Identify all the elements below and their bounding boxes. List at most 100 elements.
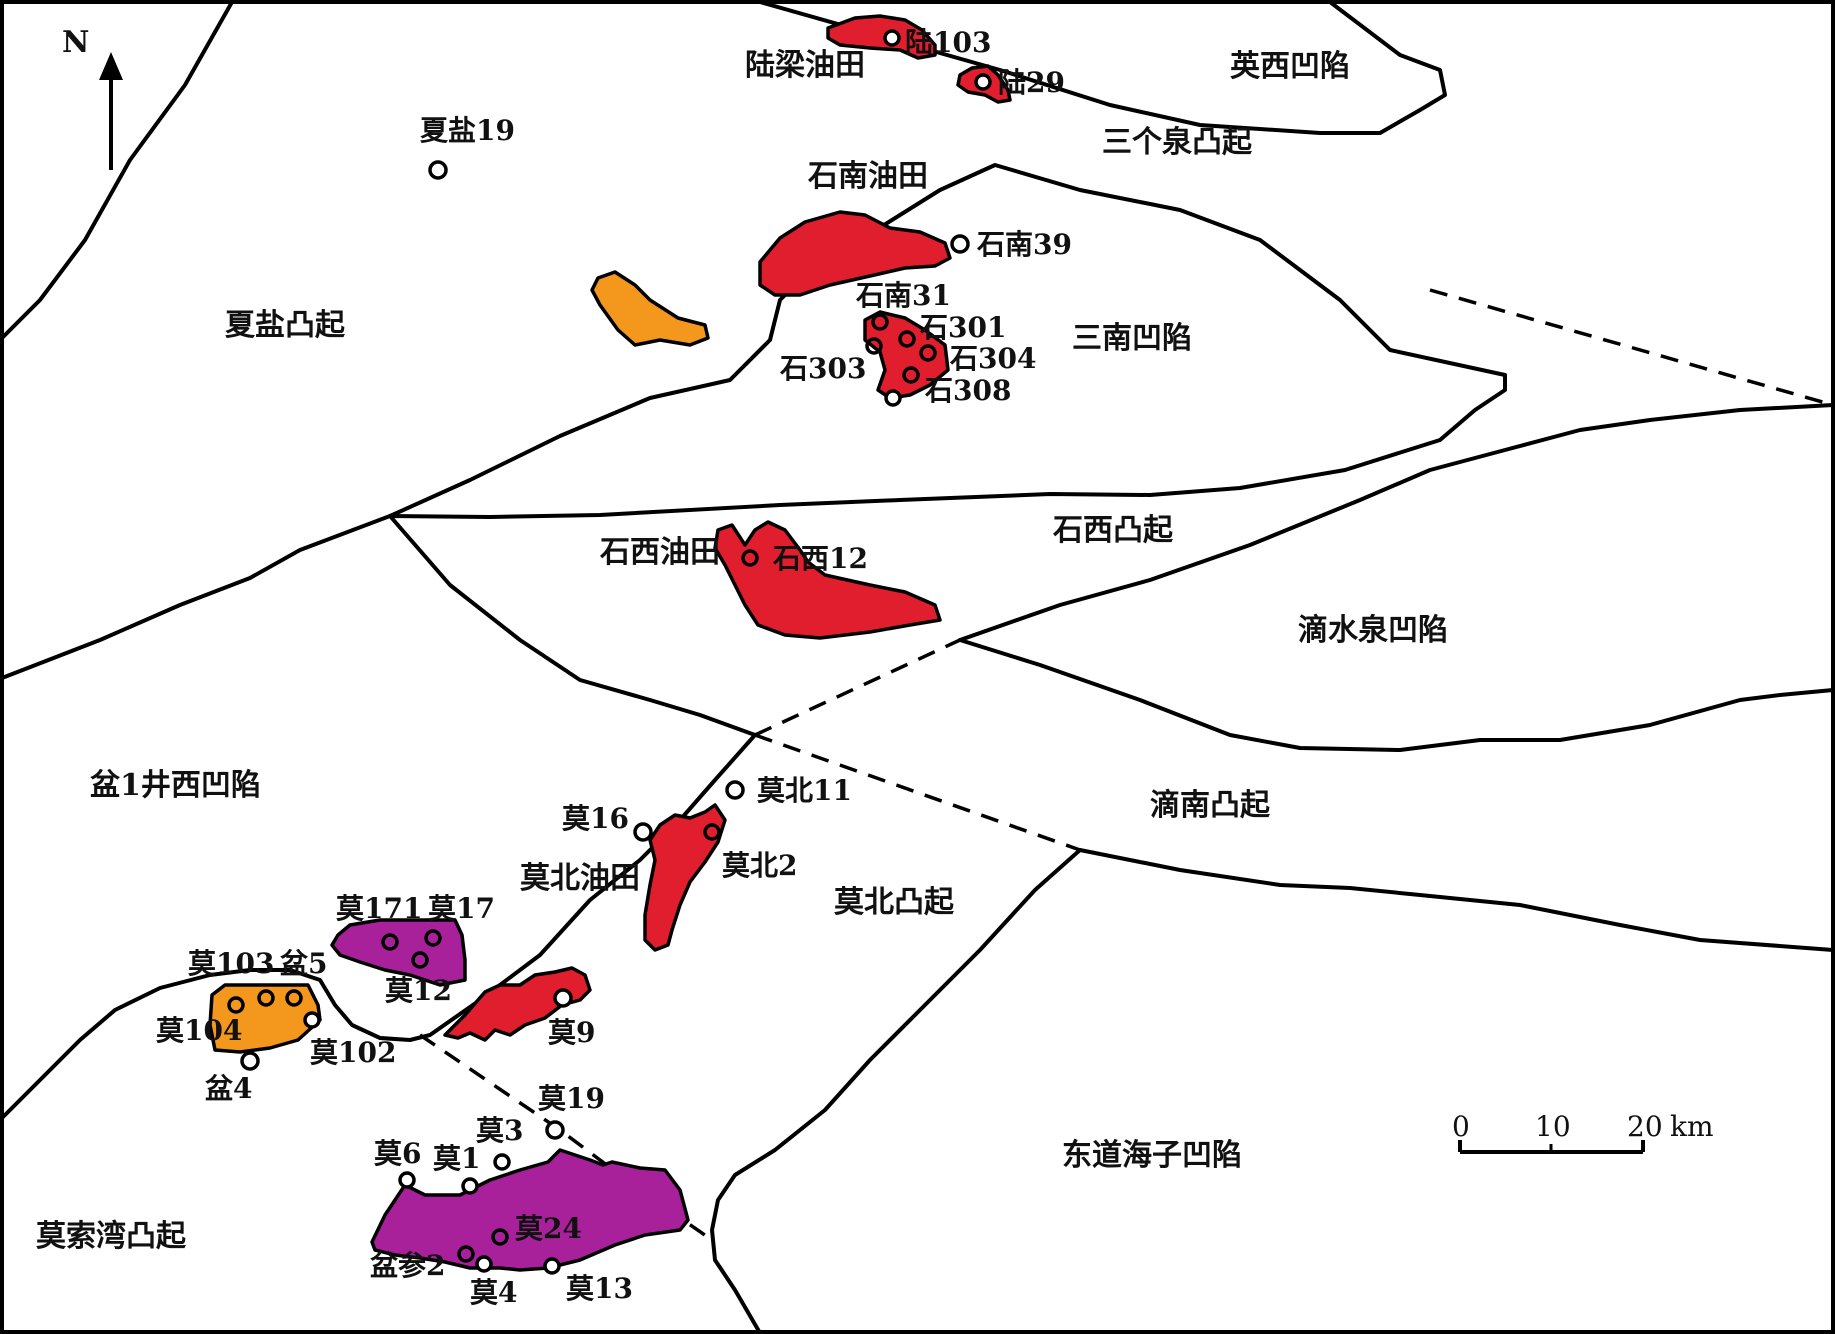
boundary-sangequan-sannan xyxy=(388,163,1507,519)
well-marker-shinan31 xyxy=(871,313,889,331)
well-marker-mo16 xyxy=(633,822,653,842)
well-label-lu103: 陆103 xyxy=(905,26,991,59)
well-marker-mo19 xyxy=(545,1120,565,1140)
well-label-xiayan19: 夏盐19 xyxy=(420,114,515,147)
well-label-mo19: 莫19 xyxy=(538,1082,605,1115)
well-label-mo12: 莫12 xyxy=(385,974,452,1007)
well-marker-mo4 xyxy=(475,1255,493,1273)
region-label-mobei-uplift: 莫北凸起 xyxy=(834,885,955,920)
boundary-mobei-main xyxy=(0,733,757,1120)
scale-tick-10: 10 xyxy=(1535,1110,1571,1143)
well-marker-mo17 xyxy=(424,929,442,947)
region-label-dinan-uplift: 滴南凸起 xyxy=(1150,788,1271,823)
well-label-shi304: 石304 xyxy=(949,342,1036,375)
boundary-dinan-south xyxy=(1078,848,1835,952)
well-marker-lu103 xyxy=(883,29,901,47)
well-marker-shi308b xyxy=(884,389,902,407)
well-marker-mo1 xyxy=(461,1177,479,1195)
boundary-dishuiquan-north xyxy=(958,403,1835,642)
region-label-yingxi-sag: 英西凹陷 xyxy=(1230,49,1350,84)
well-label-mo9: 莫9 xyxy=(548,1016,595,1049)
well-marker-mo9 xyxy=(553,988,573,1008)
well-markers xyxy=(227,29,992,1275)
boundary-shixi-south xyxy=(388,514,757,737)
field-label-mobei: 莫北油田 xyxy=(520,861,640,896)
field-polygons xyxy=(208,14,1012,1272)
well-marker-shi303 xyxy=(865,337,883,355)
well-label-pencan2: 盆参2 xyxy=(370,1249,445,1282)
well-label-shi301: 石301 xyxy=(919,311,1006,344)
gas-field-xiayan xyxy=(590,270,710,347)
well-marker-pencan2 xyxy=(457,1245,475,1263)
dashed-boundary-shixi-dinan xyxy=(754,638,961,737)
field-label-shinan: 石南油田 xyxy=(807,159,928,194)
well-label-pen4: 盆4 xyxy=(205,1072,252,1105)
well-label-shi308: 石308 xyxy=(924,374,1011,407)
scale-bar: 0 10 20 km xyxy=(1452,1110,1714,1154)
scale-tick-20: 20 xyxy=(1627,1110,1663,1143)
well-marker-mo12 xyxy=(411,951,429,969)
boundary-yingxi-sag xyxy=(758,0,1447,135)
well-marker-mo13 xyxy=(543,1257,561,1275)
well-marker-shinan39 xyxy=(950,234,970,254)
well-marker-lu29 xyxy=(974,73,992,91)
purple-field-mo17 xyxy=(330,918,467,987)
well-label-mo104: 莫104 xyxy=(156,1014,242,1047)
dashed-boundary-dinan-mobei xyxy=(754,733,1081,852)
region-label-dishuiquan-sag: 滴水泉凹陷 xyxy=(1298,613,1448,648)
well-marker-mobei2 xyxy=(703,823,721,841)
region-label-dongdaohaizi-sag: 东道海子凹陷 xyxy=(1062,1138,1242,1173)
well-marker-mo103 xyxy=(257,989,275,1007)
boundary-dongdaohaizi-west xyxy=(710,848,1082,1334)
well-label-mo24: 莫24 xyxy=(515,1212,582,1245)
well-marker-shi301 xyxy=(898,330,916,348)
luliang-field-a xyxy=(826,14,937,60)
region-labels: 英西凹陷 三个泉凸起 夏盐凸起 三南凹陷 石西凸起 滴水泉凹陷 盆1井西凹陷 滴… xyxy=(36,49,1448,1254)
purple-field-mo24 xyxy=(370,1148,690,1272)
boundary-xiayan-west xyxy=(0,0,234,340)
field-label-luliang: 陆梁油田 xyxy=(745,48,865,83)
well-label-pen5: 盆5 xyxy=(280,947,327,980)
well-marker-mo171 xyxy=(381,933,399,951)
well-marker-xiayan19 xyxy=(428,160,448,180)
dashed-boundary-east xyxy=(1429,288,1834,407)
well-label-mo17: 莫17 xyxy=(428,892,495,925)
shixi-field xyxy=(713,520,942,640)
well-labels: 陆103 陆29 夏盐19 石南39 石南31 石301 石304 石303 石… xyxy=(156,26,1072,1309)
well-label-shi303: 石303 xyxy=(779,352,866,385)
well-label-mo6: 莫6 xyxy=(374,1137,421,1170)
region-label-mosuowan-uplift: 莫索湾凸起 xyxy=(36,1219,187,1254)
well-marker-mo104 xyxy=(227,996,245,1014)
well-label-mo171: 莫171 xyxy=(336,892,422,925)
scale-tick-0: 0 xyxy=(1452,1110,1470,1143)
well-label-shinan31: 石南31 xyxy=(855,279,951,312)
region-label-pen1-west-sag: 盆1井西凹陷 xyxy=(90,768,261,803)
well-marker-shi308a xyxy=(902,366,920,384)
shinan-field-north xyxy=(758,210,952,297)
boundary-xiayan-shixi xyxy=(0,514,392,680)
well-label-mo103: 莫103 xyxy=(188,947,274,980)
field-labels: 陆梁油田 石南油田 石西油田 莫北油田 xyxy=(520,48,928,896)
field-label-shixi: 石西油田 xyxy=(599,535,720,570)
well-label-shinan39: 石南39 xyxy=(976,228,1072,261)
north-arrow-icon: N xyxy=(62,25,123,170)
shinan-field-south xyxy=(863,310,950,400)
well-label-mo16: 莫16 xyxy=(562,802,629,835)
well-label-mo13: 莫13 xyxy=(566,1272,633,1305)
region-label-shixi-uplift: 石西凸起 xyxy=(1052,513,1174,548)
region-label-sangequan-uplift: 三个泉凸起 xyxy=(1102,125,1253,160)
well-marker-shi304 xyxy=(919,344,937,362)
mobei-field xyxy=(643,803,727,952)
well-marker-mo3 xyxy=(493,1153,511,1171)
well-label-mobei11: 莫北11 xyxy=(757,774,852,807)
well-label-shixi12: 石西12 xyxy=(772,542,868,575)
well-marker-pen5 xyxy=(285,989,303,1007)
well-label-mo102: 莫102 xyxy=(310,1036,396,1069)
well-marker-mo6 xyxy=(398,1171,416,1189)
well-label-lu29: 陆29 xyxy=(998,66,1065,99)
region-label-sannan-sag: 三南凹陷 xyxy=(1072,321,1192,356)
well-marker-mo24 xyxy=(491,1228,509,1246)
well-marker-mo102 xyxy=(303,1011,321,1029)
